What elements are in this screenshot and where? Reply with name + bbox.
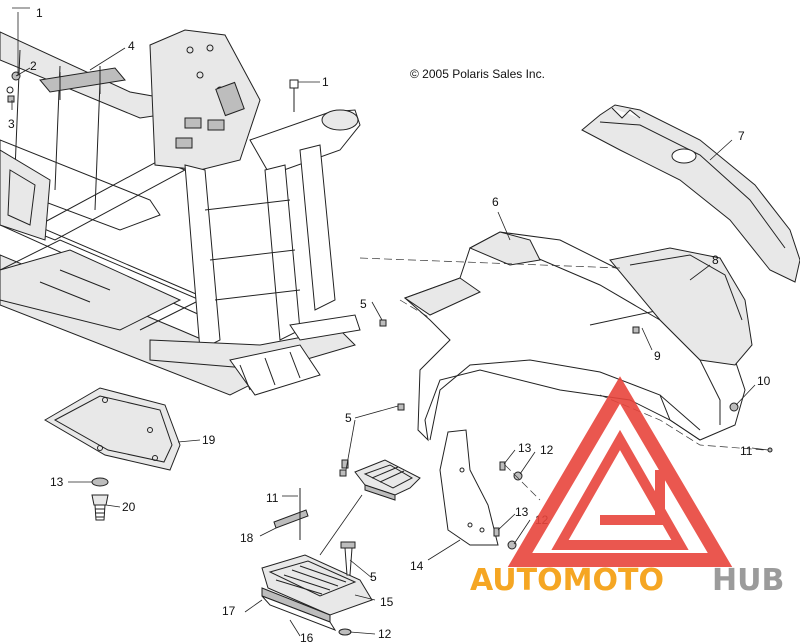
callout: 10 — [757, 374, 771, 388]
callout: 6 — [492, 195, 499, 209]
frame-fasteners — [6, 71, 299, 112]
callout: 19 — [202, 433, 216, 447]
mudflap-fasteners — [338, 403, 523, 636]
callout: 14 — [410, 559, 424, 573]
callout: 1 — [322, 75, 329, 89]
callout: 5 — [345, 411, 352, 425]
callout: 3 — [8, 117, 15, 131]
callout: 15 — [380, 595, 394, 609]
top-panel — [581, 104, 800, 283]
callout: 5 — [370, 570, 377, 584]
callout: 1 — [36, 6, 43, 20]
copyright-notice: © 2005 Polaris Sales Inc. — [410, 67, 545, 81]
inner-fender-liner — [609, 247, 753, 366]
callout: 12 — [378, 627, 392, 641]
watermark-text-orange: AUTOMOTO — [470, 563, 664, 598]
leader-lines — [11, 7, 769, 637]
callout: 13 — [50, 475, 64, 489]
watermark-text-grey: HUB — [712, 563, 784, 598]
callout-labels: 1 2 3 4 1 5 6 7 8 9 10 11 5 13 12 13 12 … — [8, 6, 771, 644]
triangle-logo-icon — [507, 376, 733, 567]
watermark-logo: AUTOMOTO HUB — [470, 376, 784, 598]
callout: 7 — [738, 129, 745, 143]
frame-assembly — [0, 29, 361, 396]
mud-flap — [439, 429, 499, 546]
washer-and-stud — [91, 477, 109, 521]
callout: 2 — [30, 59, 37, 73]
callout: 18 — [240, 531, 254, 545]
callout: 17 — [222, 604, 236, 618]
callout: 5 — [360, 297, 367, 311]
callout: 20 — [122, 500, 136, 514]
callout: 11 — [266, 491, 279, 505]
callout: 13 — [518, 441, 532, 455]
callout: 13 — [515, 505, 529, 519]
footrest-assembly — [261, 488, 373, 632]
step-plate — [340, 459, 421, 576]
callout: 16 — [300, 631, 314, 644]
callout: 12 — [540, 443, 554, 457]
callout: 11 — [740, 444, 753, 458]
callout: 4 — [128, 39, 135, 53]
callout: 8 — [712, 253, 719, 267]
callout: 9 — [654, 349, 661, 363]
rear-fender — [403, 231, 746, 442]
skid-plate — [44, 387, 181, 471]
